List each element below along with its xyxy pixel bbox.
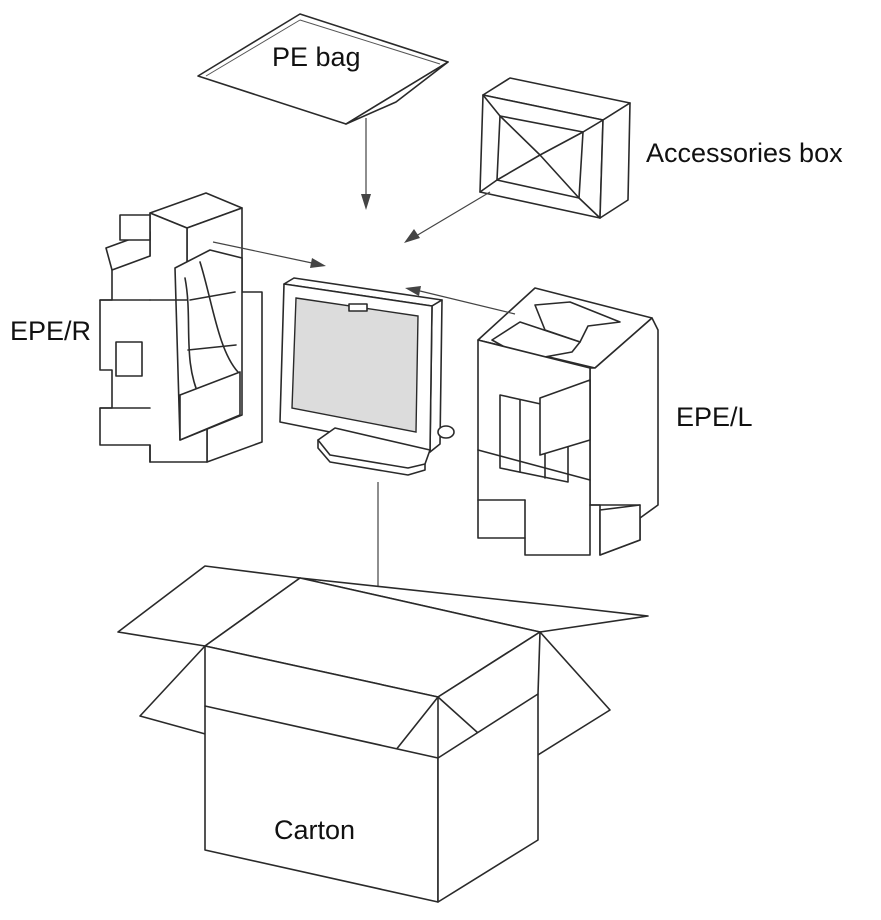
carton-label: Carton (274, 815, 356, 845)
epe-l-label: EPE/L (676, 402, 753, 432)
accessories-box-illustration (479, 77, 631, 219)
epe-r-arrow (212, 241, 326, 268)
pos-monitor-illustration (279, 277, 455, 476)
epe-l-foam-illustration (477, 287, 659, 556)
epe-r-label: EPE/R (10, 316, 92, 346)
accessories-box-label: Accessories box (646, 138, 843, 168)
pe-bag-illustration (197, 13, 449, 125)
epe-l-arrow (405, 286, 516, 315)
accessories-box-arrow (404, 191, 491, 243)
epe-r-foam-illustration (99, 192, 263, 463)
pe-bag-label: PE bag (272, 42, 361, 72)
carton-illustration (117, 565, 649, 903)
pe-bag-arrow (361, 118, 371, 210)
